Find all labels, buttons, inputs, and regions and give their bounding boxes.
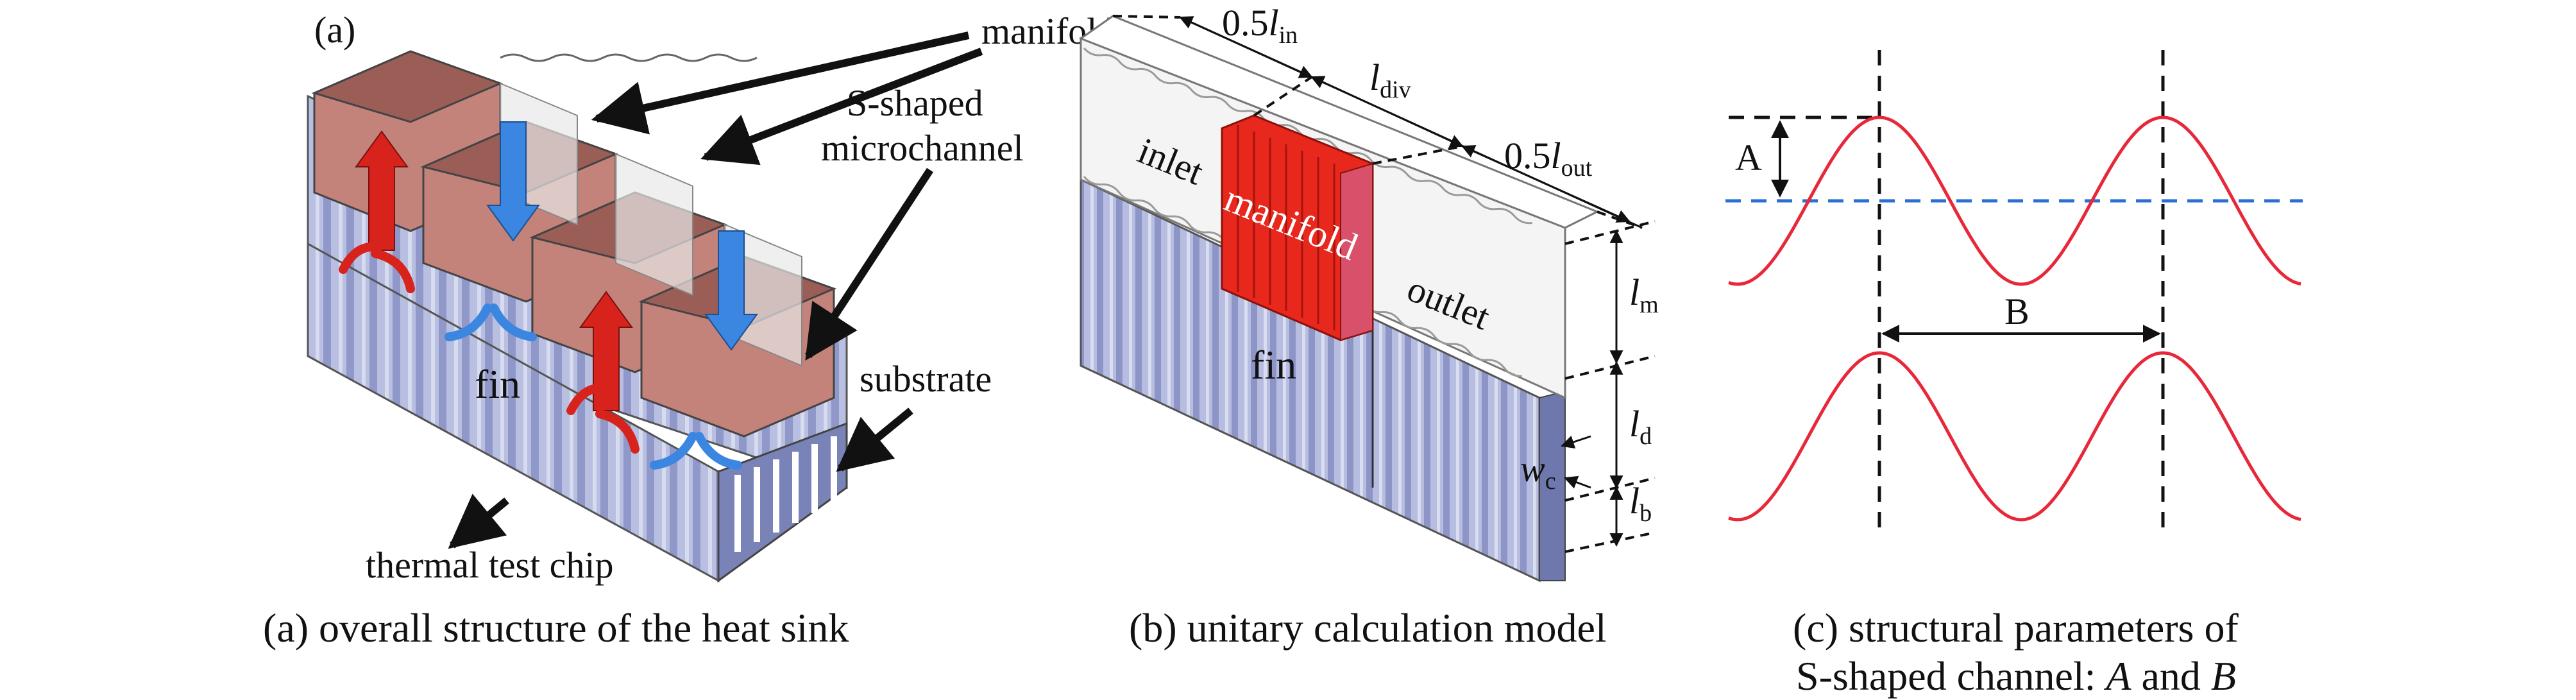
dim-right-b	[1561, 220, 1656, 553]
dim-l-d: ld	[1629, 403, 1652, 450]
panel-a-tag: (a)	[314, 9, 355, 51]
panel-a: (a)	[263, 9, 1115, 651]
caption-c-line2: S-shaped channel: A and B	[1796, 653, 2236, 699]
leader-arrows-a	[448, 31, 983, 549]
caption-c-line1: (c) structural parameters of	[1793, 605, 2239, 651]
substrate-slots	[734, 436, 837, 552]
dim-half-l-in: 0.5lin	[1222, 2, 1298, 49]
s-wave-top	[1728, 115, 2301, 286]
label-B: B	[2004, 291, 2029, 332]
dim-l-b: lb	[1629, 480, 1652, 527]
dim-w-c: wc	[1520, 448, 1556, 495]
label-thermal-test-chip: thermal test chip	[366, 544, 614, 586]
dim-l-m: lm	[1629, 271, 1659, 318]
s-wave-bottom	[1728, 351, 2301, 522]
label-s-shaped-line1: S-shaped	[847, 82, 983, 124]
label-substrate: substrate	[860, 358, 992, 400]
label-A: A	[1735, 137, 1762, 178]
curved-flow-arrows	[339, 242, 742, 470]
dim-l-div: ldiv	[1369, 56, 1411, 103]
caption-b: (b) unitary calculation model	[1129, 605, 1607, 651]
caption-a: (a) overall structure of the heat sink	[263, 605, 849, 651]
label-fin-b: fin	[1251, 342, 1296, 388]
red-up-arrows	[355, 130, 633, 411]
panel-b: inlet manifold outlet fin 0.5lin ldiv 0.…	[1078, 2, 1659, 651]
label-fin-a: fin	[475, 361, 520, 407]
dim-top-b	[1112, 15, 1643, 229]
blue-down-arrows	[486, 121, 758, 351]
label-s-shaped-line2: microchannel	[821, 127, 1024, 169]
wavy-edge	[500, 53, 758, 62]
manifold-ribs	[1237, 125, 1335, 330]
panel-c: A B (c) structural parameters of S-shape…	[1725, 50, 2303, 699]
dim-half-l-out: 0.5lout	[1504, 135, 1593, 182]
